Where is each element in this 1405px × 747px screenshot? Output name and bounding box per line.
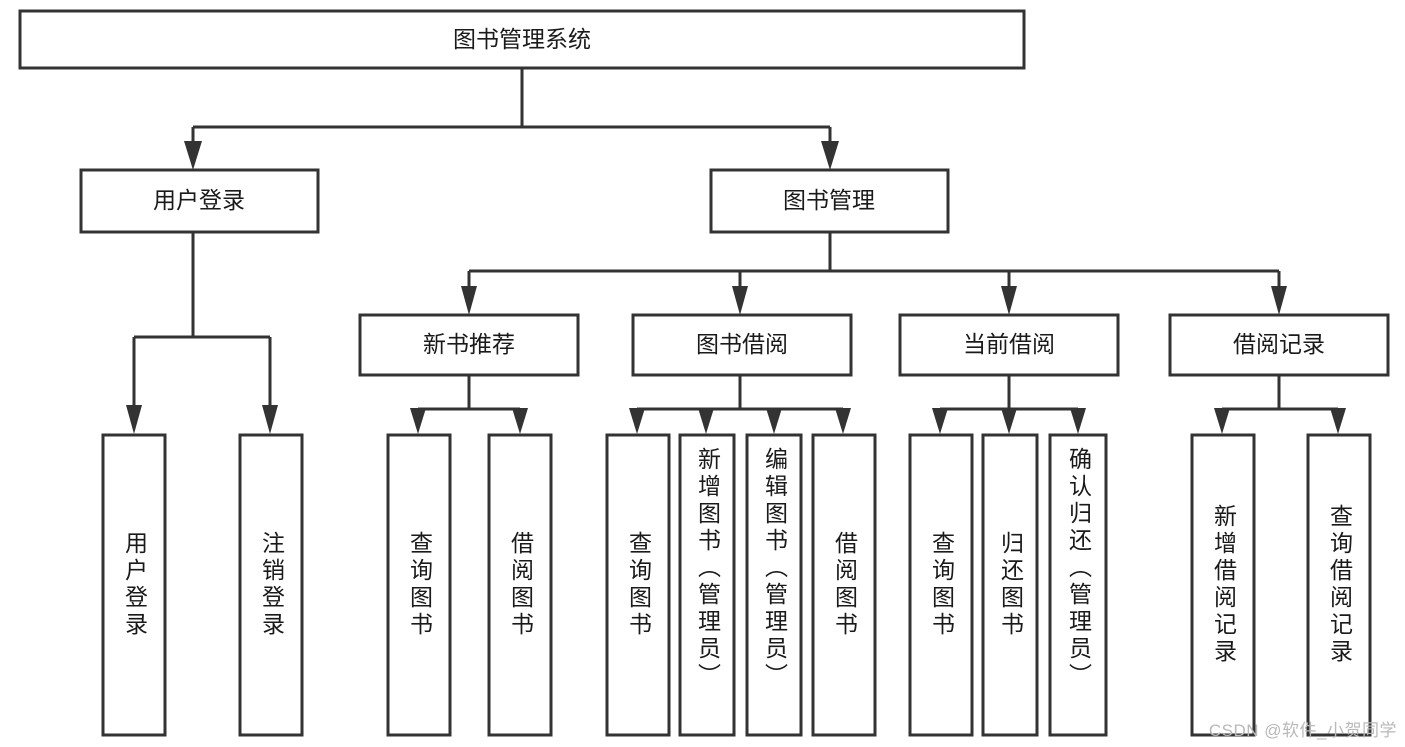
arrow-bookmgmt-borrow	[732, 286, 748, 315]
arrow-records-leaf1	[1330, 408, 1346, 434]
arrow-newbooks-leaf0	[410, 408, 426, 434]
node-current-borrow[interactable]: 当前借阅	[898, 313, 1120, 377]
node-book-borrow-label: 图书借阅	[696, 331, 788, 357]
arrow-userlogin-leaf0	[126, 405, 142, 434]
leaf-box-records-1[interactable]	[1306, 433, 1372, 737]
csdn-watermark: CSDN @软件_小贺同学	[1208, 721, 1397, 740]
node-borrow-records-label: 借阅记录	[1233, 331, 1325, 357]
leaf-box-user-login-0[interactable]	[101, 433, 167, 737]
node-new-book-recommend-label: 新书推荐	[423, 331, 515, 357]
arrow-newbooks-leaf1	[512, 408, 528, 434]
node-book-management-label: 图书管理	[783, 187, 875, 213]
arrow-bookmgmt-new-books	[461, 286, 477, 315]
leaf-box-current-1[interactable]	[981, 433, 1039, 737]
node-root-system-label: 图书管理系统	[453, 26, 591, 52]
leaf-box-current-0[interactable]	[908, 433, 974, 737]
leaf-box-new-books-1[interactable]	[487, 433, 553, 737]
arrow-borrow-leaf2	[766, 408, 782, 434]
connector-group	[126, 68, 1346, 434]
leaf-box-borrow-0[interactable]	[605, 433, 671, 737]
leaf-box-user-login-1[interactable]	[238, 433, 304, 737]
node-root-system-box[interactable]	[18, 9, 1026, 70]
leaf-box-records-0[interactable]	[1190, 433, 1256, 737]
arrow-bookmgmt-records	[1271, 286, 1287, 315]
node-user-login-label: 用户登录	[153, 187, 245, 213]
node-book-borrow-box[interactable]	[631, 313, 853, 377]
leaf-box-borrow-3[interactable]	[811, 433, 877, 737]
leaf-box-borrow-1[interactable]	[678, 433, 736, 737]
arrow-current-leaf0	[932, 408, 948, 434]
node-book-management-box[interactable]	[709, 168, 950, 234]
arrow-borrow-leaf0	[629, 408, 645, 434]
node-new-book-recommend[interactable]: 新书推荐	[358, 313, 580, 377]
node-root-system[interactable]: 图书管理系统	[18, 9, 1026, 70]
node-current-borrow-box[interactable]	[898, 313, 1120, 377]
arrow-root-to-user-login	[184, 141, 202, 170]
node-user-login-box[interactable]	[79, 168, 320, 234]
arrow-userlogin-leaf1	[262, 405, 278, 434]
node-book-borrow[interactable]: 图书借阅	[631, 313, 853, 377]
node-user-login[interactable]: 用户登录	[79, 168, 320, 234]
node-borrow-records-box[interactable]	[1168, 313, 1390, 377]
arrow-borrow-leaf3	[835, 408, 851, 434]
leaf-box-current-2[interactable]	[1048, 433, 1108, 737]
arrow-root-to-book-mgmt	[821, 141, 839, 170]
node-new-book-recommend-box[interactable]	[358, 313, 580, 377]
node-borrow-records[interactable]: 借阅记录	[1168, 313, 1390, 377]
arrow-records-leaf0	[1214, 408, 1230, 434]
leaf-box-new-books-0[interactable]	[386, 433, 452, 737]
arrow-current-leaf1	[1001, 408, 1017, 434]
node-current-borrow-label: 当前借阅	[963, 331, 1055, 357]
arrow-bookmgmt-current	[1001, 286, 1017, 315]
arrow-current-leaf2	[1070, 408, 1086, 434]
leaf-box-borrow-2[interactable]	[745, 433, 803, 737]
node-book-management[interactable]: 图书管理	[709, 168, 950, 234]
arrow-borrow-leaf1	[698, 408, 714, 434]
